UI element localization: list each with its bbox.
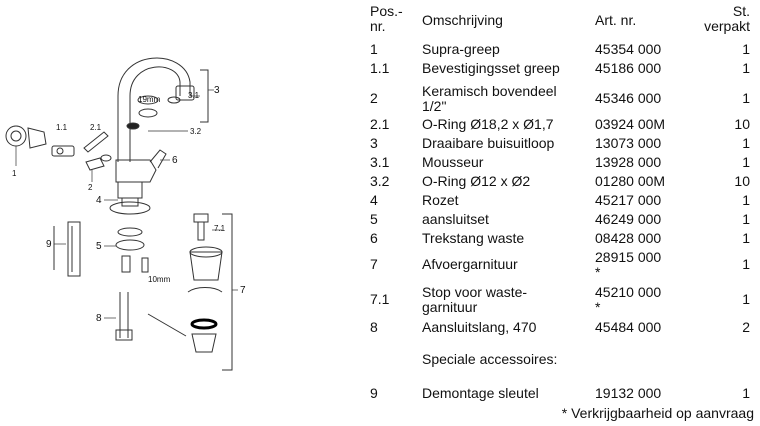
callout-9: 9 [46,239,52,250]
waste-plug [193,213,209,223]
callout-2: 2 [88,183,93,192]
part-description: Trekstang waste [422,230,525,246]
part-pos: 3 [370,135,378,151]
part-pos: 2.1 [370,116,390,132]
part-description: Stop voor waste-garnituur [422,284,528,315]
part-description: Afvoergarnituur [422,256,518,272]
availability-footnote: * Verkrijgbaarheid op aanvraag [561,405,754,421]
callout-3-1: 3.1 [188,91,200,100]
part-article-number: 13928 000 [595,154,662,170]
part-article-number: 46249 000 [595,211,662,227]
part-quantity: 1 [742,256,750,272]
callout-2-1: 2.1 [90,123,102,132]
part-quantity: 10 [734,116,750,132]
part-description: Demontage sleutel [422,385,539,401]
special-accessories-title: Speciale accessoires: [422,351,558,367]
part-quantity: 1 [742,135,750,151]
part-article-number: 45354 000 [595,41,662,57]
callout-1-1: 1.1 [56,123,68,132]
part-description: O-Ring Ø12 x Ø2 [422,173,531,189]
part-article-number: 01280 00M [595,173,666,189]
part-quantity: 1 [742,192,750,208]
part-pos: 2 [370,90,378,106]
part-pos: 1 [370,41,378,57]
callout-3-2: 3.2 [190,127,202,136]
part-article-number: 45346 000 [595,90,662,106]
part-quantity: 1 [742,154,750,170]
part-quantity: 1 [742,41,750,57]
part-article-number: 13073 000 [595,135,662,151]
part-pos: 4 [370,192,378,208]
part-quantity: 1 [742,60,750,76]
part-article-number: 03924 00M [595,116,666,132]
part-quantity: 1 [742,90,750,106]
header-pos: Pos.- nr. [370,3,403,34]
part-pos: 1.1 [370,60,390,76]
part-article-number: 45484 000 [595,319,662,335]
part-pos: 3.2 [370,173,390,189]
mixer-body [115,159,157,183]
part-article-number: 45210 000* [595,284,662,315]
header-article-number: Art. nr. [595,12,637,28]
part-description: Bevestigingsset greep [422,60,560,76]
dim-label-10mm: 10mm [148,275,171,284]
part-quantity: 10 [734,173,750,189]
dim-label-19mm: 19mm [138,95,161,104]
callout-7: 7 [240,285,246,296]
exploded-parts-diagram: 1 1.1 2 2.1 3 3.1 3.2 4 5 6 7 7.1 8 9 19… [5,57,246,371]
part-description: Rozet [422,192,459,208]
header-quantity: St. verpakt [704,3,750,34]
part-article-number: 45217 000 [595,192,662,208]
part-description: aansluitset [422,211,489,227]
part-quantity: 1 [742,230,750,246]
part-pos: 7 [370,256,378,272]
callout-8: 8 [96,313,102,324]
handle-knob [5,125,27,147]
part-quantity: 1 [742,385,750,401]
spout-outline [117,57,191,162]
part-quantity: 1 [742,211,750,227]
callout-5: 5 [96,241,102,252]
part-description: Aansluitslang, 470 [422,319,537,335]
part-description: O-Ring Ø18,2 x Ø1,7 [422,116,554,132]
part-pos: 3.1 [370,154,390,170]
callout-3: 3 [214,85,220,96]
part-pos: 6 [370,230,378,246]
part-quantity: 2 [742,319,750,335]
disassembly-tool [67,221,81,277]
rozet [109,201,151,215]
callout-1: 1 [12,169,17,178]
part-description: Mousseur [422,154,484,170]
part-description: Draaibare buisuitloop [422,135,555,151]
part-quantity: 1 [742,291,750,307]
part-pos: 7.1 [370,291,390,307]
part-article-number: 28915 000* [595,249,662,280]
part-description: Supra-greep [422,41,500,57]
callout-7-1: 7.1 [214,224,226,233]
part-article-number: 08428 000 [595,230,662,246]
part-pos: 8 [370,319,378,335]
part-pos: 9 [370,385,378,401]
part-pos: 5 [370,211,378,227]
part-article-number: 19132 000 [595,385,662,401]
part-article-number: 45186 000 [595,60,662,76]
header-description: Omschrijving [422,12,503,28]
callout-6: 6 [172,155,178,166]
callout-4: 4 [96,195,102,206]
